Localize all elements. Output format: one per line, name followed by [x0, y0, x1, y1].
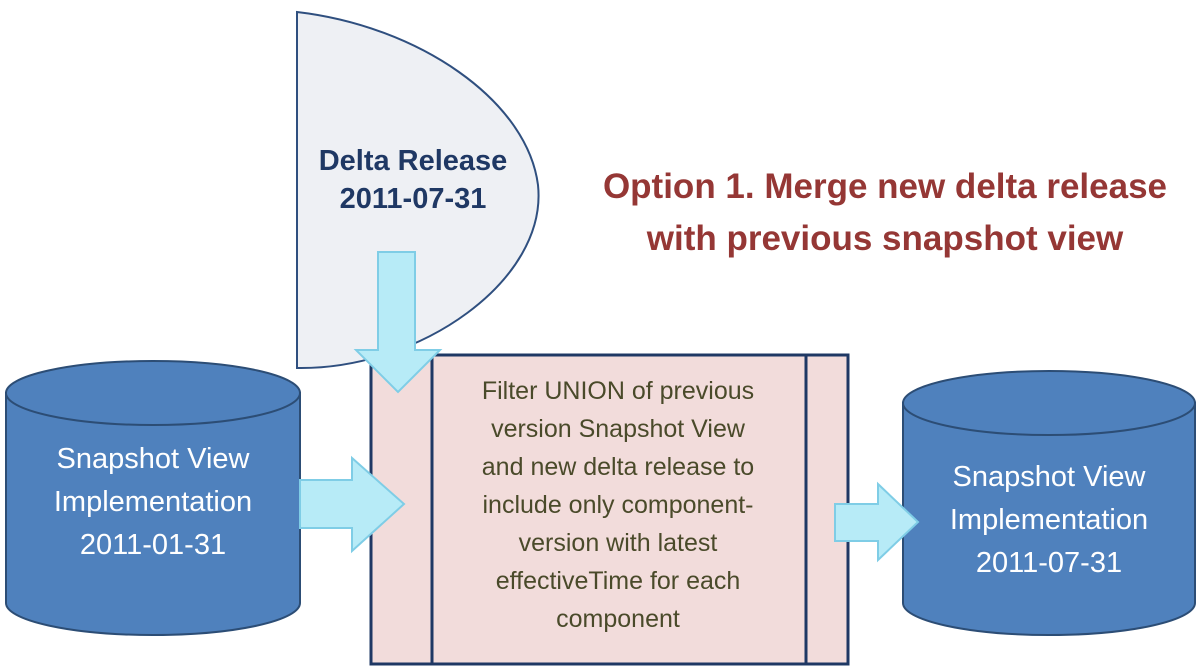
process-to-right-arrow: [834, 481, 920, 563]
right-cylinder-label-line-2: Implementation: [950, 504, 1148, 536]
down-arrow: [353, 251, 443, 394]
delta-release-document: Delta Release 2011-07-31: [296, 10, 540, 370]
left-cylinder-label-line-2: Implementation: [54, 486, 252, 518]
diagram-title-line-1: Option 1. Merge new delta release: [603, 167, 1167, 206]
right-cylinder-top: [902, 370, 1196, 436]
process-box-text-line-3: and new delta release to: [482, 453, 754, 481]
right-cylinder-label-line-3: 2011-07-31: [976, 547, 1122, 579]
process-box: Filter UNION of previous version Snapsho…: [369, 353, 850, 666]
delta-release-label-line-1: Delta Release: [319, 145, 508, 177]
left-cylinder-label-line-3: 2011-01-31: [80, 529, 226, 561]
process-box-text-line-6: effectiveTime for each: [496, 567, 741, 595]
left-to-process-arrow: [299, 455, 406, 554]
left-snapshot-cylinder: Snapshot View Implementation 2011-01-31: [5, 360, 301, 636]
process-box-text-line-2: version Snapshot View: [491, 415, 746, 443]
left-cylinder-top: [5, 360, 301, 426]
process-box-text-line-1: Filter UNION of previous: [482, 377, 754, 405]
diagram-title-line-2: with previous snapshot view: [646, 219, 1124, 258]
right-cylinder-body: [902, 402, 1196, 636]
left-cylinder-body: [5, 392, 301, 636]
process-box-text-line-5: version with latest: [519, 529, 718, 557]
right-cylinder-label-line-1: Snapshot View: [953, 461, 1147, 493]
right-snapshot-cylinder: Snapshot View Implementation 2011-07-31: [902, 370, 1196, 636]
process-box-outer: [369, 353, 850, 666]
process-box-text-line-4: include only component-: [483, 491, 754, 519]
process-box-text-line-7: component: [556, 605, 680, 633]
left-cylinder-label-line-1: Snapshot View: [57, 443, 251, 475]
delta-release-label-line-2: 2011-07-31: [340, 183, 487, 215]
